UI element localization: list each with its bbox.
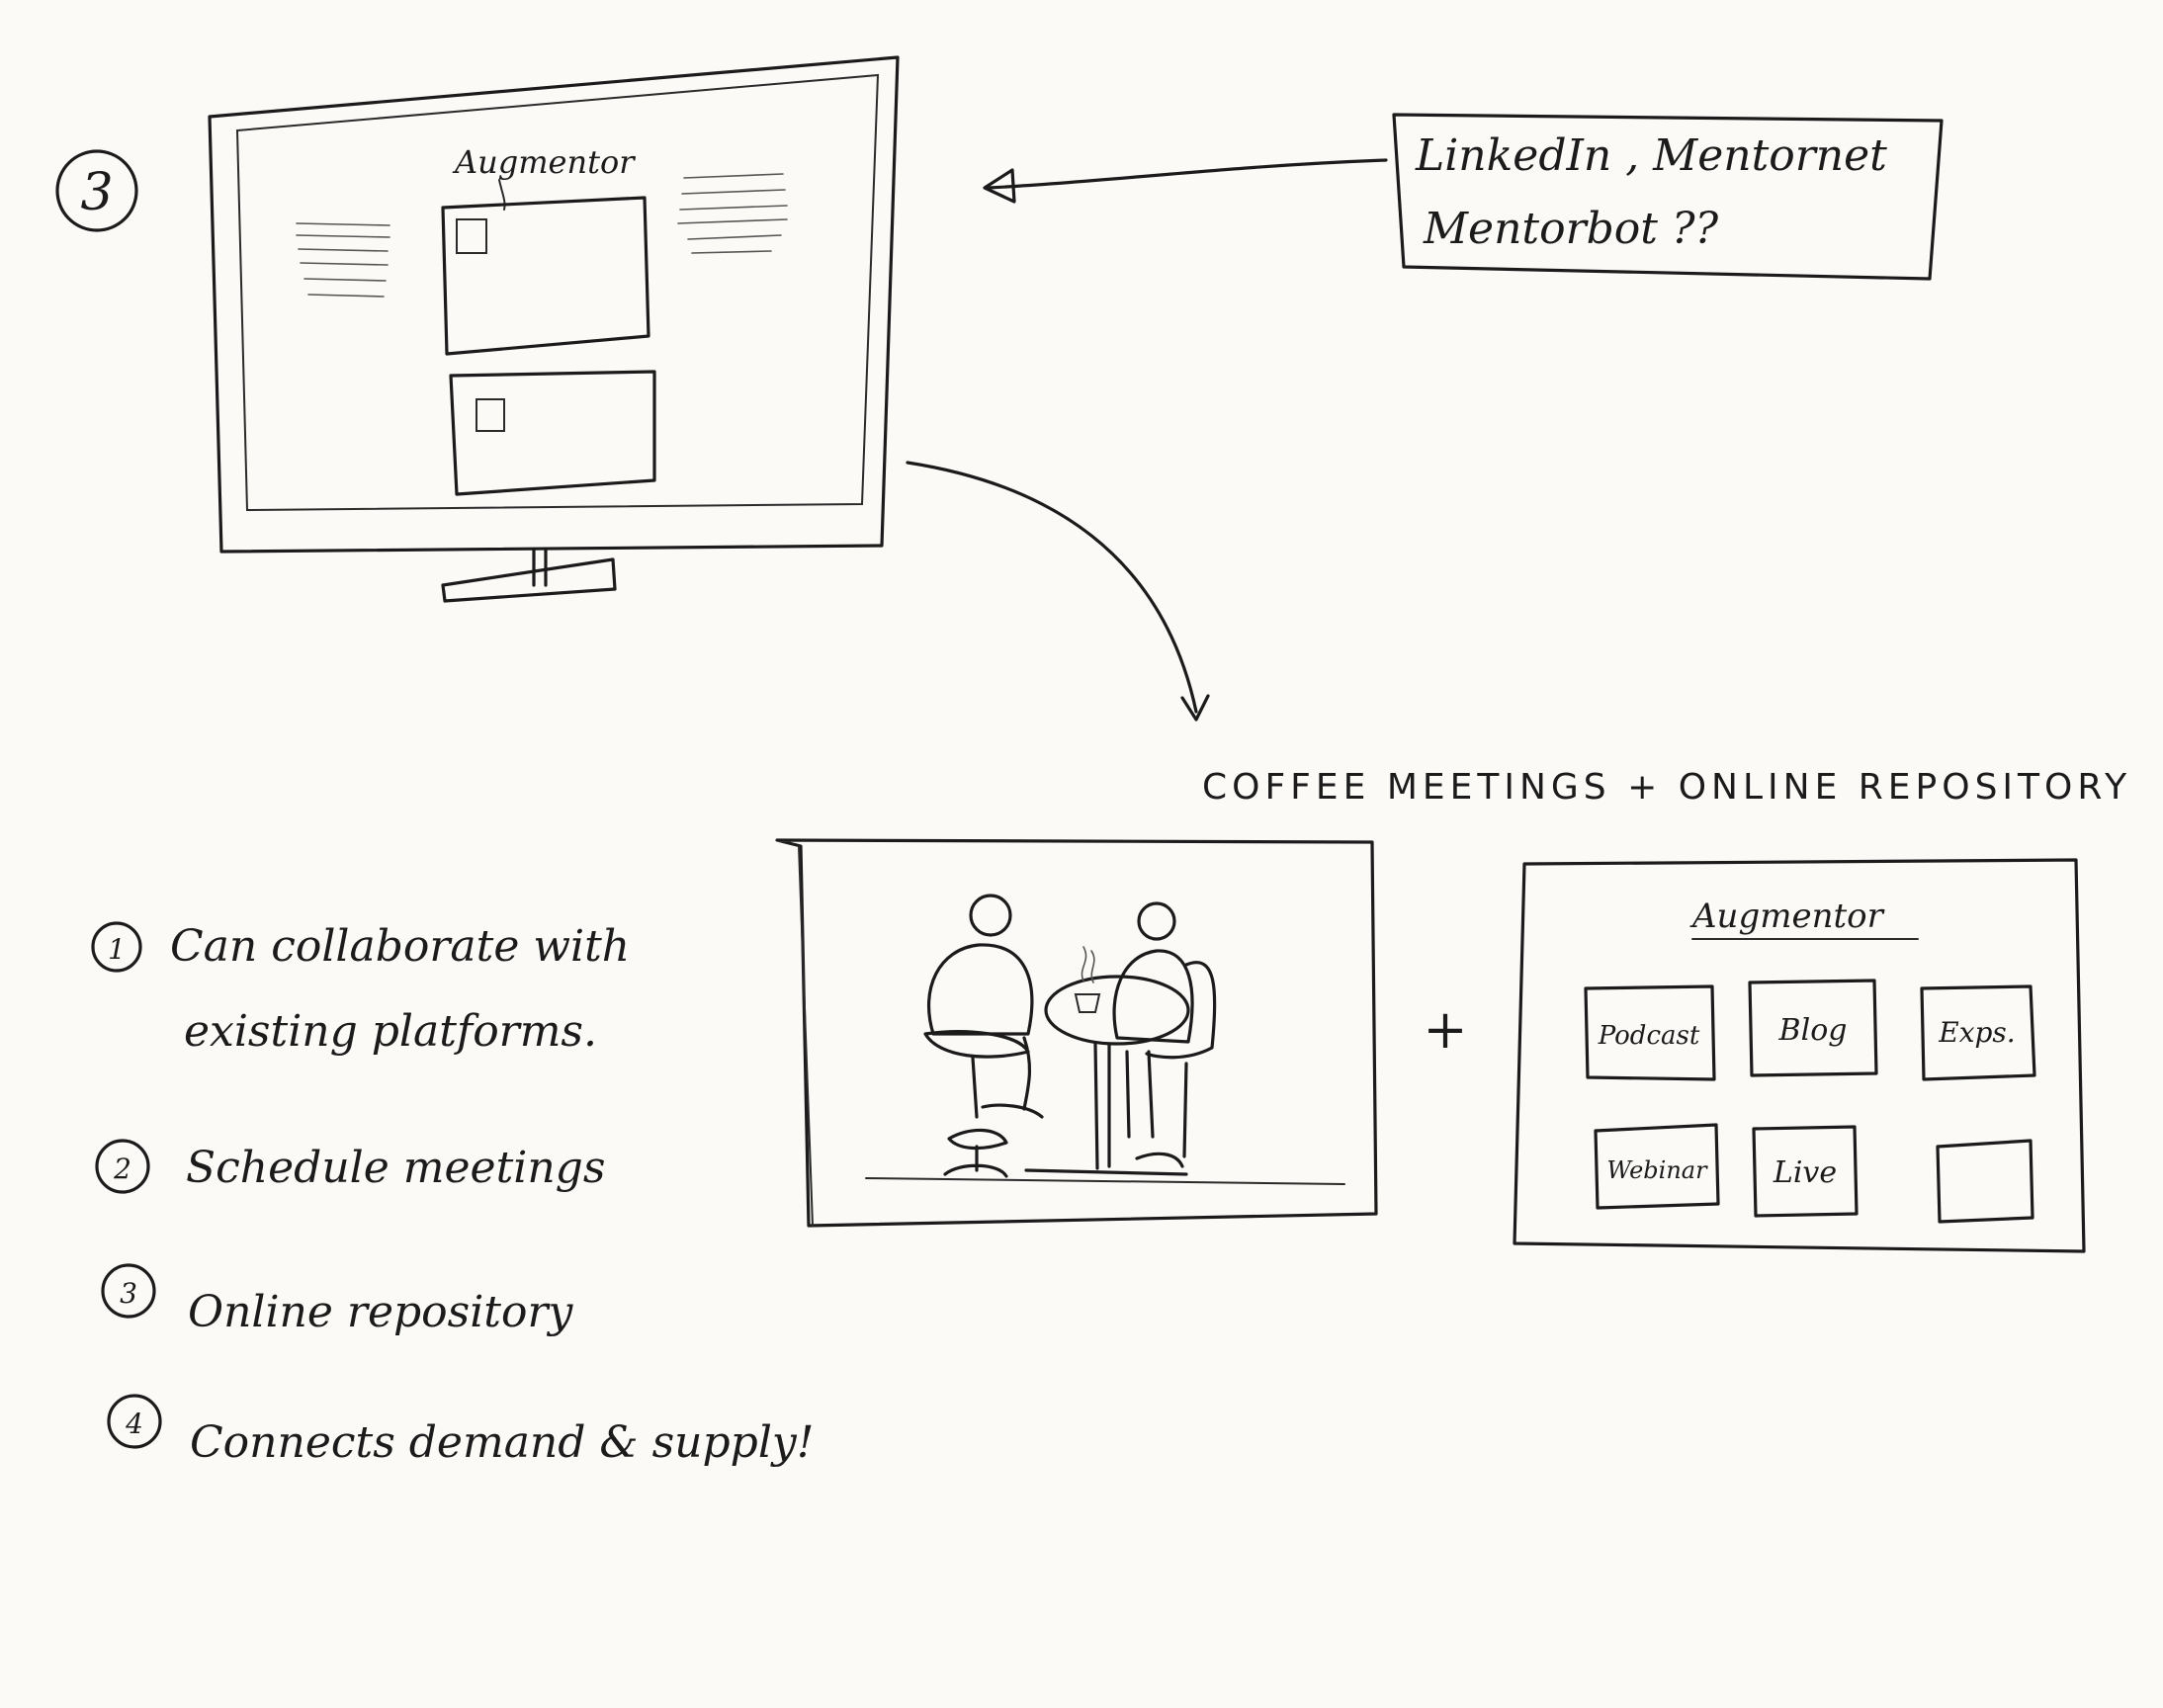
repository-tile-podcast[interactable]: Podcast: [1584, 984, 1716, 1081]
monitor-stand: [441, 557, 617, 603]
person-right-body: [1112, 949, 1194, 1044]
coffee-cup: [1074, 993, 1101, 1013]
monitor-frame: [208, 55, 900, 554]
svg-text:Webinar: Webinar: [1606, 1156, 1708, 1184]
svg-text:3: 3: [80, 163, 113, 222]
step-marker: 3: [55, 149, 138, 232]
repository-tile-webinar[interactable]: Webinar: [1594, 1123, 1720, 1210]
repository-tile-live[interactable]: Live: [1752, 1125, 1859, 1218]
svg-text:Exps.: Exps.: [1938, 1016, 2015, 1049]
feature-item-4: 4 Connects demand & supply!: [107, 1394, 814, 1468]
section-heading: COFFEE MEETINGS + ONLINE REPOSITORY: [1202, 767, 2131, 808]
feature-item-1: 1 Can collaborate with existing platform…: [91, 921, 630, 1057]
person-left-body: [927, 943, 1034, 1036]
repository-tile-blog[interactable]: Blog: [1748, 979, 1878, 1077]
plus-sign: +: [1423, 998, 1467, 1061]
monitor-card-1: [441, 196, 650, 356]
svg-text:Podcast: Podcast: [1598, 1021, 1700, 1051]
svg-text:1: 1: [108, 933, 126, 966]
integrations-note: LinkedIn , Mentornet Mentorbot ??: [1392, 113, 1944, 281]
integrations-line-2: Mentorbot ??: [1423, 204, 1719, 254]
monitor-sketch: Augmentor: [208, 55, 900, 603]
flow-arrow: [906, 461, 1210, 722]
svg-text:Connects demand & supply!: Connects demand & supply!: [190, 1417, 814, 1468]
integration-arrow: [983, 158, 1388, 204]
monitor-left-lines: [296, 222, 390, 298]
repository-title: Augmentor: [1689, 897, 1885, 936]
repository-tile-exps[interactable]: Exps.: [1920, 984, 2036, 1081]
integrations-line-1: LinkedIn , Mentornet: [1415, 130, 1887, 181]
svg-text:Live: Live: [1773, 1155, 1837, 1190]
svg-text:Schedule meetings: Schedule meetings: [186, 1143, 605, 1193]
monitor-right-lines: [677, 173, 788, 254]
monitor-card-2: [449, 370, 656, 496]
svg-text:Online repository: Online repository: [188, 1287, 574, 1337]
svg-text:2: 2: [113, 1153, 131, 1185]
person-right-head: [1137, 901, 1176, 941]
svg-text:Blog: Blog: [1778, 1013, 1848, 1048]
feature-item-3: 3 Online repository: [101, 1263, 574, 1337]
monitor-screen: [235, 73, 880, 512]
coffee-table: [1044, 975, 1190, 1046]
svg-text:existing platforms.: existing platforms.: [184, 1006, 597, 1057]
coffee-meeting-illustration: [775, 838, 1378, 1228]
monitor-title: Augmentor: [452, 143, 636, 181]
repository-tile-empty[interactable]: [1936, 1139, 2034, 1224]
svg-text:Can collaborate with: Can collaborate with: [170, 921, 630, 972]
person-left-head: [969, 894, 1012, 937]
repository-frame: Augmentor: [1513, 858, 2086, 1253]
monitor-neck: [532, 548, 548, 587]
feature-item-2: 2 Schedule meetings: [95, 1139, 605, 1194]
svg-text:4: 4: [125, 1408, 143, 1440]
svg-text:3: 3: [120, 1277, 137, 1310]
